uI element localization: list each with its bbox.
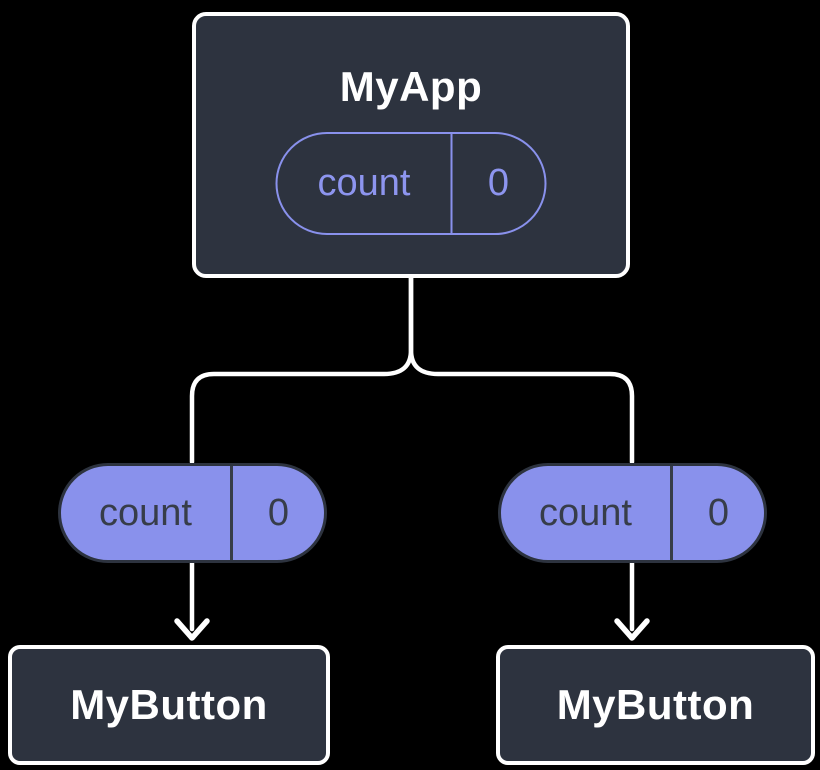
- node-mybutton-left: MyButton: [8, 645, 330, 765]
- branch-left-line: [189, 275, 414, 465]
- branch-right-line: [408, 275, 635, 465]
- prop-pill-value: 0: [267, 491, 290, 534]
- node-mybutton-title: MyButton: [556, 681, 755, 728]
- state-pill-myapp: count 0: [275, 132, 547, 235]
- prop-pill-left: count 0: [58, 463, 327, 563]
- prop-pill-right: count 0: [498, 463, 767, 563]
- prop-pill-key: count: [501, 466, 673, 560]
- node-mybutton-right: MyButton: [496, 645, 815, 765]
- prop-pill-value: 0: [707, 491, 730, 534]
- state-pill-key: count: [278, 134, 453, 233]
- node-myapp-title: MyApp: [339, 63, 483, 110]
- node-myapp: MyApp count 0: [192, 12, 630, 278]
- node-mybutton-title: MyButton: [70, 681, 268, 728]
- state-pill-value: 0: [487, 162, 510, 204]
- prop-pill-key: count: [61, 466, 233, 560]
- arrow-left-head-icon: [174, 618, 210, 641]
- arrow-right-head-icon: [614, 618, 650, 641]
